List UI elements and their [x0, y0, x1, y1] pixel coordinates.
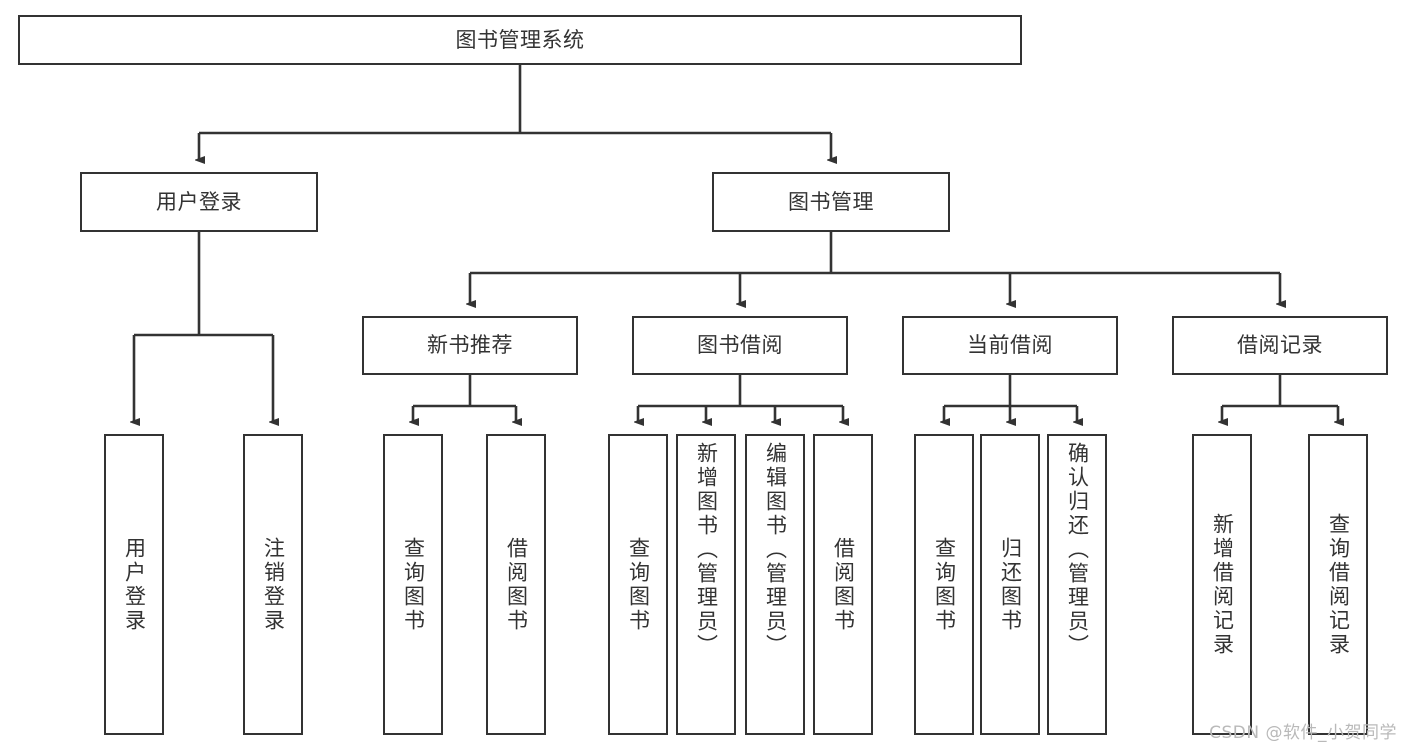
node-book-borrow[interactable]: 图书借阅 [632, 316, 848, 375]
leaf-book-borrow-query-book[interactable]: 查询图书 [608, 434, 668, 735]
node-borrow-record[interactable]: 借阅记录 [1172, 316, 1388, 375]
node-current-borrow[interactable]: 当前借阅 [902, 316, 1118, 375]
leaf-book-borrow-add-book-admin[interactable]: 新增图书（管理员） [676, 434, 736, 735]
node-root-book-management-system[interactable]: 图书管理系统 [18, 15, 1022, 65]
node-new-book-recommend[interactable]: 新书推荐 [362, 316, 578, 375]
leaf-new-book-query-book[interactable]: 查询图书 [383, 434, 443, 735]
leaf-label: 用户登录 [122, 536, 147, 633]
leaf-current-borrow-query-book[interactable]: 查询图书 [914, 434, 974, 735]
node-label: 图书借阅 [697, 333, 783, 358]
node-label: 图书管理 [788, 189, 874, 214]
leaf-borrow-record-query-record[interactable]: 查询借阅记录 [1308, 434, 1368, 735]
leaf-label: 编辑图书（管理员） [763, 442, 788, 658]
leaf-label: 查询图书 [626, 536, 651, 633]
leaf-label: 借阅图书 [831, 536, 856, 633]
node-label: 借阅记录 [1237, 333, 1323, 358]
node-label: 当前借阅 [967, 333, 1053, 358]
leaf-label: 查询借阅记录 [1326, 512, 1351, 657]
node-label: 图书管理系统 [455, 27, 585, 52]
leaf-label: 借阅图书 [504, 536, 529, 633]
watermark-text: CSDN @软件_小贺同学 [1209, 723, 1397, 743]
leaf-label: 新增图书（管理员） [694, 442, 719, 658]
leaf-label: 注销登录 [261, 536, 286, 633]
leaf-new-book-borrow-book[interactable]: 借阅图书 [486, 434, 546, 735]
node-label: 新书推荐 [427, 333, 513, 358]
leaf-current-borrow-confirm-return-admin[interactable]: 确认归还（管理员） [1047, 434, 1107, 735]
leaf-label: 归还图书 [998, 536, 1023, 633]
leaf-user-login-logout[interactable]: 注销登录 [243, 434, 303, 735]
leaf-user-login-login[interactable]: 用户登录 [104, 434, 164, 735]
node-book-management[interactable]: 图书管理 [712, 172, 950, 232]
leaf-label: 查询图书 [932, 536, 957, 633]
node-label: 用户登录 [156, 189, 242, 214]
leaf-book-borrow-edit-book-admin[interactable]: 编辑图书（管理员） [745, 434, 805, 735]
node-user-login[interactable]: 用户登录 [80, 172, 318, 232]
leaf-label: 确认归还（管理员） [1065, 442, 1090, 658]
leaf-label: 新增借阅记录 [1210, 512, 1235, 657]
leaf-borrow-record-add-record[interactable]: 新增借阅记录 [1192, 434, 1252, 735]
leaf-label: 查询图书 [401, 536, 426, 633]
leaf-current-borrow-return-book[interactable]: 归还图书 [980, 434, 1040, 735]
leaf-book-borrow-borrow-book[interactable]: 借阅图书 [813, 434, 873, 735]
